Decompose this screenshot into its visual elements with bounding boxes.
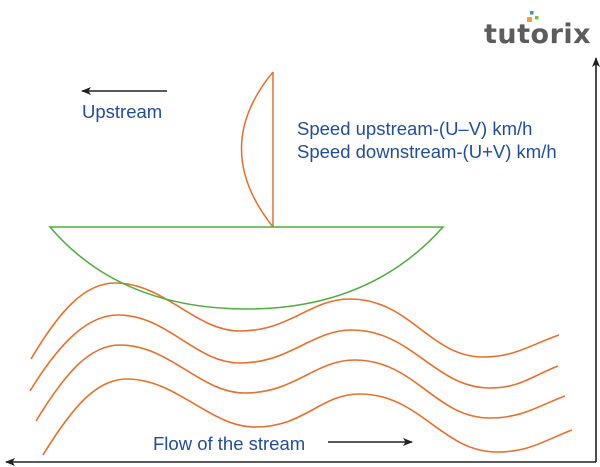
stream-waves (29, 282, 573, 456)
boat-hull (48, 226, 445, 310)
logo-dot-blue (530, 11, 534, 15)
wave-1 (30, 282, 560, 360)
sail (240, 71, 274, 228)
wave-4 (42, 378, 573, 456)
flow-label: Flow of the stream (153, 433, 305, 454)
wave-2 (29, 314, 559, 392)
logo-text: tutorix (484, 19, 591, 50)
speed-downstream-label: Speed downstream-(U+V) km/h (297, 141, 557, 162)
upstream-label: Upstream (82, 101, 162, 122)
logo-dot-orange (527, 17, 532, 22)
speed-upstream-label: Speed upstream-(U–V) km/h (297, 118, 532, 139)
tutorix-logo: tutorix (484, 11, 591, 50)
sail-curve (240, 71, 274, 228)
wave-3 (35, 344, 566, 422)
logo-dot-green (535, 16, 539, 20)
